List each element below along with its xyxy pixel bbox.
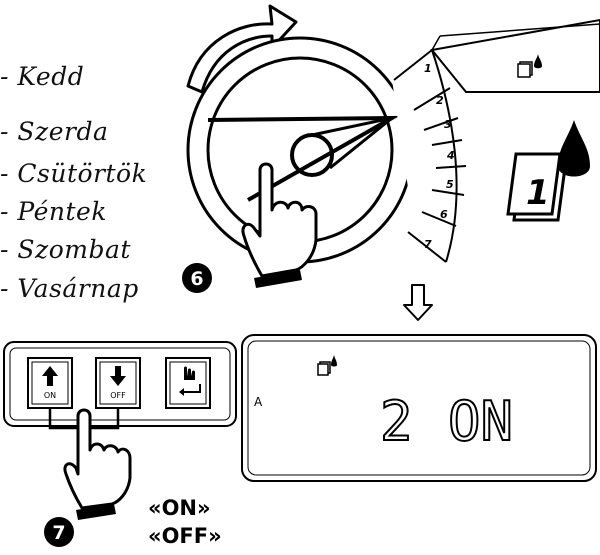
dial-position-2: 2	[436, 94, 444, 107]
calendar-drop-icon	[517, 54, 542, 78]
up-arrow-button-icon	[42, 366, 58, 386]
day-label-saturday: - Szombat	[0, 235, 131, 264]
on-button-label: ON	[44, 391, 56, 400]
day-label-sunday: - Vasárnap	[0, 274, 139, 303]
off-command-text: «OFF»	[148, 524, 222, 548]
down-arrow-icon	[403, 284, 433, 321]
on-command-text: «ON»	[148, 496, 211, 520]
dial-position-3: 3	[444, 118, 452, 131]
hand-pointer-icon	[63, 408, 132, 520]
dial-position-1: 1	[424, 62, 432, 75]
enter-button[interactable]	[165, 357, 211, 409]
dial-position-4: 4	[446, 149, 455, 162]
calendar-drop-icon	[317, 355, 337, 376]
dial-position-5: 5	[446, 178, 454, 191]
dial-position-fan: 1 2 3 4 5 6 7	[392, 49, 468, 268]
calendar-drop-icon: 1	[506, 120, 590, 222]
enter-button-icon	[179, 366, 201, 396]
down-arrow-button-icon	[110, 366, 126, 386]
day-label-thursday: - Csütörtök	[0, 159, 148, 188]
lcd-digit: 2	[380, 390, 413, 453]
lcd-display: A 2 ON	[241, 334, 597, 482]
hand-pointer-icon	[241, 162, 318, 288]
day-label-friday: - Péntek	[0, 197, 107, 226]
off-button-label: OFF	[110, 391, 126, 400]
rotate-arrow-icon	[186, 4, 298, 94]
step-badge-6: 6	[182, 263, 212, 293]
svg-text:1: 1	[526, 173, 550, 213]
svg-text:7: 7	[52, 522, 65, 544]
rotary-dial[interactable]	[186, 36, 414, 264]
step-badge-7: 7	[44, 517, 74, 547]
lcd-station-label: A	[254, 395, 263, 409]
day-label-tuesday: - Kedd	[0, 62, 85, 91]
dial-position-7: 7	[424, 238, 432, 251]
lcd-state: ON	[448, 390, 513, 453]
dial-position-6: 6	[440, 208, 448, 221]
up-arrow-button[interactable]: ON	[27, 357, 73, 409]
calendar-panel	[430, 18, 600, 93]
svg-text:6: 6	[190, 268, 203, 290]
day-label-wednesday: - Szerda	[0, 117, 109, 146]
down-arrow-button[interactable]: OFF	[95, 357, 141, 409]
